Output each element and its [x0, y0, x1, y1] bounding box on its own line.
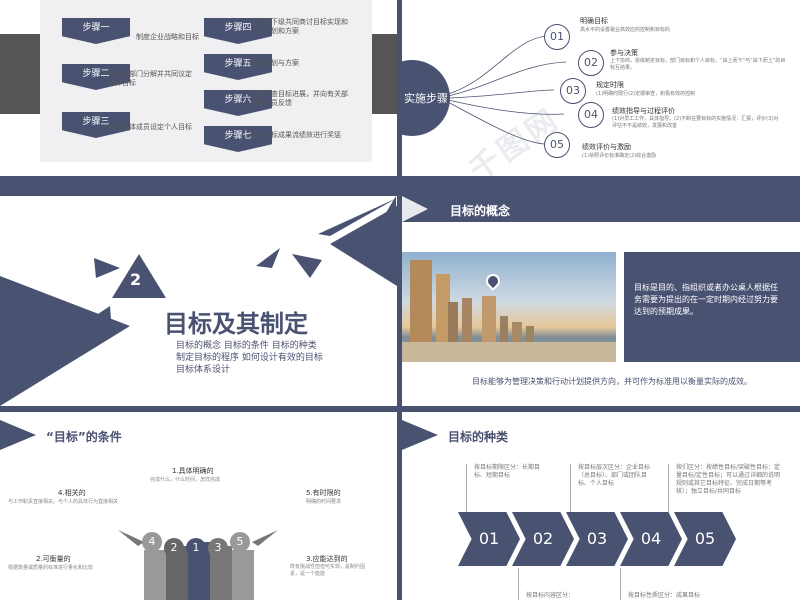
item-4-number: 04 — [578, 102, 604, 128]
concept-box — [624, 252, 800, 362]
item-2-title: 参与决策 — [610, 49, 638, 57]
note-3: 按们区分：按绩性目标/突破性目标：定量目标/定性目标；可以通过详细的说明规则或其… — [676, 464, 781, 495]
people-group-illustration — [118, 530, 278, 600]
condition-3-title: 3.应能达到的 — [306, 555, 348, 563]
header-bar — [402, 196, 800, 222]
item-5-title: 绩效评价与激励 — [582, 143, 631, 151]
person-4-number: 4 — [142, 532, 162, 552]
slide-goal-types[interactable]: 目标的种类 按目标期限区分：长期目标、短期目标 按目标层次区分：企业目标（总目标… — [402, 412, 800, 600]
center-label: 实施步骤 — [404, 92, 448, 105]
note-2: 按目标层次区分：企业目标（总目标）、部门或团队目标、个人目标 — [578, 464, 651, 487]
item-3-desc: (1)明确时限行(2)定期审查，积极有效的控制 — [596, 91, 696, 97]
arrow-01: 01 — [458, 512, 520, 566]
item-5-desc: (1)依照评价标准确定(2)综合激励 — [582, 153, 657, 159]
subtitle-line-3: 目标体系设计 — [176, 365, 231, 375]
slide-implementation-steps-diagram[interactable]: 实施步骤 01 明确目标 高水平的设置最业高效应的控制和目标的 02 参与决策 … — [402, 0, 800, 190]
arrow-04: 04 — [620, 512, 682, 566]
arrow-05: 05 — [674, 512, 736, 566]
item-1-desc: 高水平的设置最业高效应的控制和目标的 — [580, 27, 671, 33]
note-4: 按目标内容区分： — [526, 592, 575, 599]
item-3-title: 规定时限 — [596, 81, 624, 89]
note-3-line — [668, 464, 669, 514]
bottom-bar — [0, 176, 397, 190]
connector-lines — [447, 35, 567, 145]
subtitle-line-1: 目标的概念 目标的条件 目标的种类 — [176, 341, 317, 351]
item-4-desc: (1)对员工工作，具体指导。(2)不断在要目标的实施情况：汇报，评价(3)对评估… — [612, 116, 779, 129]
step-5-text: 实施计划与方案 — [250, 59, 299, 67]
right-band — [372, 34, 397, 114]
step-2-text: 对下属部门分解并共同议定具体目标 — [108, 70, 192, 87]
person-5-number: 5 — [230, 532, 250, 552]
step-1-text: 制度企业战略和目标 — [136, 33, 199, 41]
condition-1-title: 1.具体明确的 — [172, 467, 214, 475]
condition-2-title: 2.可衡量的 — [36, 555, 71, 563]
condition-1-desc: 完成什么，什么时间，怎样完成 — [150, 477, 221, 483]
header-title: “目标”的条件 — [46, 430, 122, 444]
note-1-line — [466, 464, 467, 514]
item-1-title: 明确目标 — [580, 17, 608, 25]
person-2-number: 2 — [164, 538, 184, 558]
slide-goal-concept[interactable]: 目标的概念 目标是目的、指组织或者办公桌人根据任务需要为提出的在一定时期内经过努… — [402, 196, 800, 406]
person-1-number: 1 — [186, 538, 206, 558]
note-4-line — [518, 568, 519, 600]
slide-goal-conditions[interactable]: “目标”的条件 1.具体明确的 完成什么，什么时间，怎样完成 4.相关的 与工作… — [0, 412, 397, 600]
item-3-number: 03 — [560, 78, 586, 104]
condition-5-desc: 明确的时间要求 — [306, 499, 342, 505]
header-triangle — [0, 420, 36, 450]
step-4-text: 上集与下级共同商讨目标实现和行动计划和方案 — [250, 18, 348, 35]
person-3-number: 3 — [208, 538, 228, 558]
bottom-bar — [402, 176, 800, 190]
section-title: 目标及其制定 — [164, 310, 308, 338]
concept-text: 目标是目的、指组织或者办公桌人根据任务需要为提出的在一定时期内经过努力要达到的预… — [634, 283, 778, 316]
item-5-number: 05 — [544, 132, 570, 158]
condition-4-desc: 与工作职责直接相关，与个人的具体行为直接相关 — [8, 499, 119, 505]
condition-4-title: 4.相关的 — [58, 489, 86, 497]
slide-section-title[interactable]: 2 目标及其制定 目标的概念 目标的条件 目标的种类 制定目标的程序 如何设计有… — [0, 196, 397, 406]
left-band — [0, 34, 40, 114]
section-number: 2 — [130, 270, 142, 289]
note-2-line — [570, 464, 571, 514]
note-5-line — [620, 568, 621, 600]
header-title: 目标的概念 — [450, 204, 511, 218]
concept-caption: 目标能够为管理决策和行动计划提供方向，并可作为标准用以衡量实际的成效。 — [472, 377, 752, 386]
condition-2-desc: 根据数量或质量的标准进行量化和比较 — [8, 565, 94, 571]
slide-implementation-steps-list[interactable]: 步骤一 制度企业战略和目标 步骤二 对下属部门分解并共同议定具体目标 步骤三 部… — [0, 0, 397, 190]
step-6-text: 定期检查目标进展，并向有关部门和人员反馈 — [250, 90, 348, 107]
header-triangle — [402, 196, 428, 222]
item-2-number: 02 — [578, 50, 604, 76]
item-2-desc: 上下协商，逐级制定目标，部门目标和个人目标，“由上而下”与“由下而上”的目标互结… — [610, 58, 786, 71]
condition-5-title: 5.有时限的 — [306, 489, 341, 497]
subtitle-line-2: 制定目标的程序 如何设计有效的目标 — [176, 353, 323, 363]
location-pin-icon — [483, 271, 503, 291]
decorative-triangles — [0, 196, 397, 406]
header-triangle — [402, 420, 438, 450]
note-5: 按目标性质区分：成果目标 — [628, 592, 701, 599]
arrow-03: 03 — [566, 512, 628, 566]
step-3-text: 部门全体成员设定个人目标 — [108, 123, 192, 131]
item-4-title: 绩效指导与过程评价 — [612, 107, 675, 115]
note-1: 按目标期限区分：长期目标、短期目标 — [474, 464, 541, 479]
condition-3-desc: 既有挑战性但但可实现，是制约因素，是一个能能 — [290, 564, 366, 577]
header-title: 目标的种类 — [448, 430, 509, 444]
item-1-number: 01 — [544, 24, 570, 50]
arrow-02: 02 — [512, 512, 574, 566]
step-7-text: 基于目标成果流绩效进行奖惩 — [250, 131, 341, 139]
number-triangle — [112, 254, 166, 298]
city-photo — [402, 252, 616, 362]
